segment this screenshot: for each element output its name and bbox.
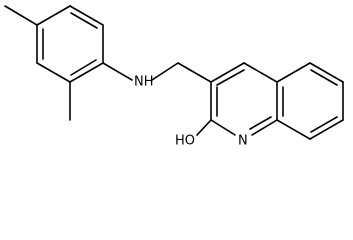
methyl-bond-para: [4, 5, 38, 26]
bond: [251, 119, 278, 136]
bond: [210, 62, 245, 83]
bond: [36, 62, 71, 83]
bond: [69, 5, 104, 26]
bond: [210, 119, 236, 136]
bond-ch2-to-c3: [177, 62, 212, 83]
double-bond-inner: [310, 69, 338, 86]
bond: [36, 5, 71, 26]
quinoline-benzo-ring: [276, 62, 344, 140]
bond: [69, 62, 104, 83]
bond: [309, 62, 344, 83]
double-bond-inner: [310, 116, 338, 133]
quinoline-heteroring: [210, 62, 278, 136]
amine-nh-label: NH: [134, 75, 154, 90]
bond: [309, 119, 344, 140]
molecule-diagram: NH N HO: [4, 5, 344, 149]
dimethylphenyl-ring: [36, 5, 104, 83]
double-bond-inner: [249, 116, 272, 130]
double-bond-inner: [70, 59, 97, 76]
hydroxyl-label: HO: [175, 134, 195, 149]
bond-nh-to-ch2: [151, 62, 179, 81]
bond: [243, 62, 278, 83]
bond-c2-to-oh: [196, 119, 212, 136]
bond-ring-to-nh: [102, 62, 133, 81]
double-bond-inner: [70, 12, 98, 29]
double-bond-inner: [216, 69, 245, 86]
bond: [276, 62, 311, 83]
bond: [276, 119, 311, 140]
ring-nitrogen-label: N: [238, 134, 248, 149]
